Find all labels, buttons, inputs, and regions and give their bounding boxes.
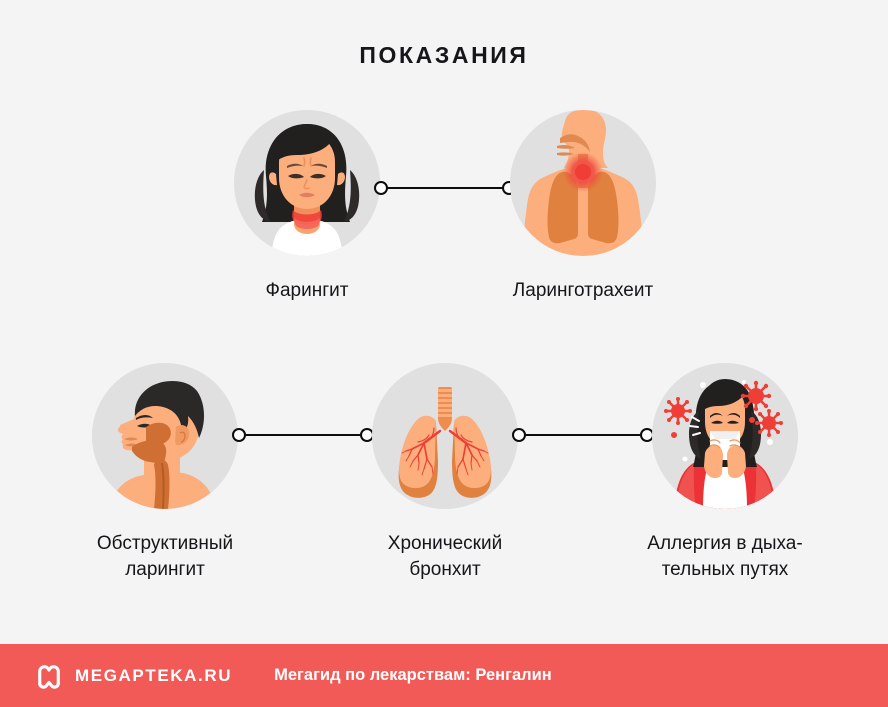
connector-line [519, 434, 647, 436]
node-label: Аллергия в дыха- тельных путях [647, 533, 803, 580]
node-label: Хронический бронхит [387, 533, 503, 580]
head-profile-airway-icon [92, 363, 238, 509]
node-obstructive-laryngitis[interactable]: Обструктивный ларингит [60, 363, 270, 583]
page-title: ПОКАЗАНИЯ [359, 42, 529, 68]
connector-line [381, 187, 509, 189]
megapteka-m-logo-icon[interactable] [36, 663, 62, 689]
node-label: Фарингит [265, 280, 349, 301]
connector-endpoint-left [232, 428, 246, 442]
connector-endpoint-left [512, 428, 526, 442]
node-chronic-bronchitis[interactable]: Хронический бронхит [340, 363, 550, 583]
illustration-wrapper [234, 110, 380, 256]
lungs-bronchi-icon [372, 363, 518, 509]
connector-endpoint-left [374, 181, 388, 195]
footer-caption: Мегагид по лекарствам: Ренгалин [274, 666, 552, 684]
illustration-wrapper [510, 110, 656, 256]
illustration-wrapper [652, 363, 798, 509]
node-pharyngitis[interactable]: Фарингит [202, 110, 412, 304]
node-label: Ларинготрахеит [512, 280, 654, 301]
node-label: Обструктивный ларингит [96, 533, 234, 580]
footer-brand[interactable]: MEGAPTEKA.RU [75, 665, 233, 685]
woman-sneezing-allergens-icon [652, 363, 798, 509]
torso-lungs-inflamed-throat-icon [510, 110, 656, 256]
footer-bar: MEGAPTEKA.RU Мегагид по лекарствам: Ренг… [0, 644, 888, 707]
node-laryngotracheitis[interactable]: Ларинготрахеит [478, 110, 688, 304]
node-airway-allergy[interactable]: Аллергия в дыха- тельных путях [620, 363, 830, 583]
connector-line [239, 434, 367, 436]
illustration-wrapper [372, 363, 518, 509]
woman-sore-throat-icon [234, 110, 380, 256]
illustration-wrapper [92, 363, 238, 509]
